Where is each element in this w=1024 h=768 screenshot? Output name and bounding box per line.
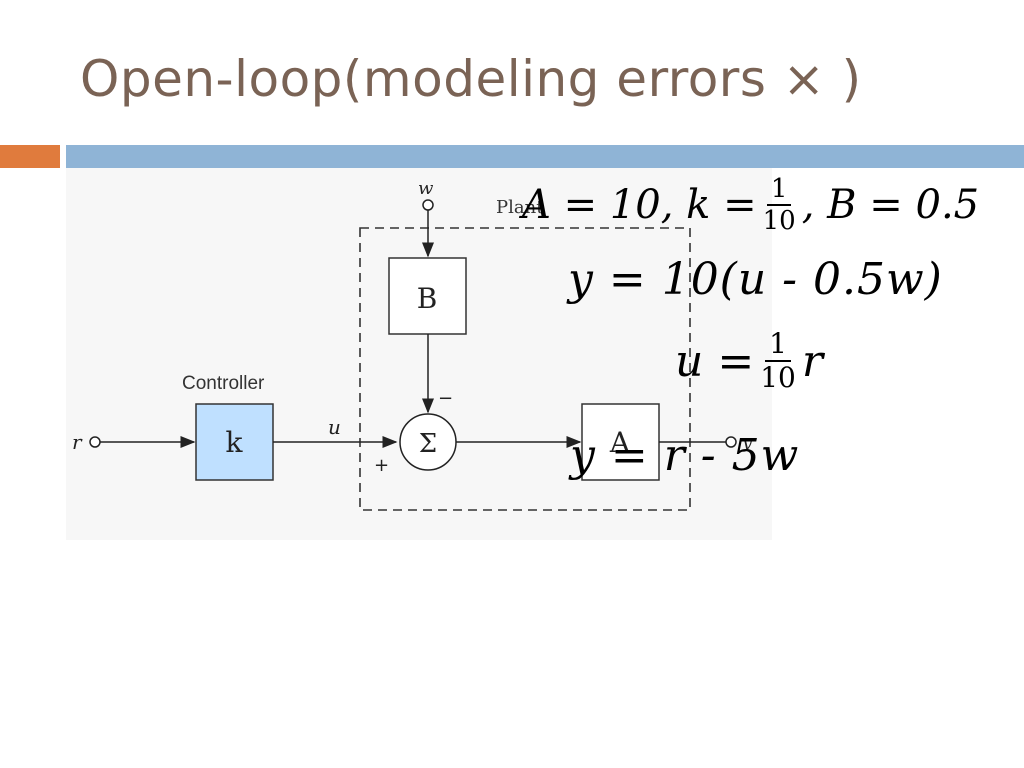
eq1-B-part: , B = 0.5 — [801, 182, 980, 228]
block-diagram-svg: Plant r Controller k u w B − Σ + A y — [72, 178, 753, 511]
block-A-label: A — [609, 426, 631, 459]
eq3-fraction-numerator: 1 — [765, 330, 791, 362]
input-w-label: w — [418, 178, 434, 199]
eq1-fraction-numerator: 1 — [766, 176, 792, 206]
slide-title: Open-loop(modeling errors × ) — [80, 50, 862, 108]
equation-closed-form: y = r - 5w — [570, 430, 799, 481]
plant-label: Plant — [496, 197, 544, 218]
block-B-label: B — [417, 282, 438, 315]
output-y-node — [725, 436, 737, 448]
input-w-node — [422, 199, 434, 211]
u-label: u — [328, 415, 341, 439]
eq1-fraction: 1 10 — [763, 176, 796, 234]
equation-plant-output: y = 10(u - 0.5w) — [568, 254, 943, 305]
eq3-fraction: 1 10 — [760, 330, 796, 392]
input-r-node — [89, 436, 101, 448]
eq3-lhs: u = — [675, 335, 755, 387]
plus-sign: + — [374, 455, 389, 476]
accent-bar-blue — [66, 145, 1024, 168]
minus-sign: − — [438, 388, 453, 409]
equation-control-law: u = 1 10 r — [675, 330, 823, 392]
controller-label: Controller — [182, 373, 265, 394]
eq4-text: y = r - 5w — [570, 430, 800, 481]
eq1-fraction-denominator: 10 — [762, 206, 796, 236]
eq3-fraction-denominator: 10 — [760, 361, 796, 394]
accent-bar-orange — [0, 145, 60, 168]
block-A — [581, 403, 660, 481]
sigma-symbol: Σ — [419, 429, 437, 459]
eq3-rhs: r — [801, 335, 823, 387]
input-r-label: r — [72, 430, 83, 454]
controller-k-label: k — [226, 426, 244, 459]
plant-boundary — [359, 227, 691, 511]
equation-parameters: A = 10, k = 1 10 , B = 0.5 — [522, 176, 979, 234]
controller-block — [195, 403, 274, 481]
output-y-label: y — [741, 432, 753, 453]
eq2-text: y = 10(u - 0.5w) — [568, 254, 943, 305]
eq1-A-part: A = 10, — [522, 182, 674, 228]
eq1-k-part: k = — [686, 182, 757, 228]
block-diagram: Plant r Controller k u w B − Σ + A y — [66, 168, 772, 540]
